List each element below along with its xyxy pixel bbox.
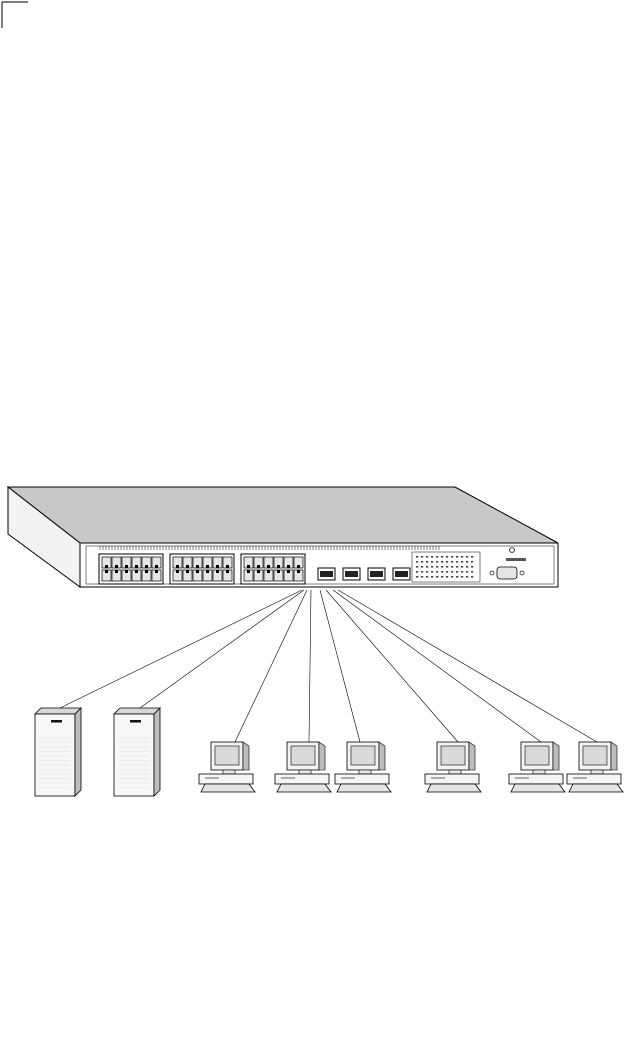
led-indicator	[461, 571, 463, 573]
led-indicator	[421, 576, 423, 578]
led-indicator	[456, 556, 458, 558]
led-indicator	[456, 571, 458, 573]
network-cable	[140, 590, 304, 708]
led-indicator	[456, 561, 458, 563]
led-indicator	[436, 561, 438, 563]
led-indicator	[451, 576, 453, 578]
server-icon	[114, 708, 160, 796]
led-indicator	[451, 566, 453, 568]
network-cable	[320, 590, 360, 742]
led-indicator	[466, 571, 468, 573]
network-cable	[338, 590, 597, 742]
led-indicator	[441, 566, 443, 568]
workstation-icon	[199, 742, 255, 792]
led-indicator	[466, 556, 468, 558]
logo-mark	[506, 558, 526, 561]
network-cable	[333, 590, 541, 742]
led-indicator	[466, 566, 468, 568]
led-indicator	[426, 561, 428, 563]
led-indicator	[426, 566, 428, 568]
led-indicator	[436, 576, 438, 578]
led-indicator	[471, 556, 473, 558]
network-switch	[8, 487, 558, 587]
led-indicator	[461, 561, 463, 563]
led-indicator	[431, 561, 433, 563]
led-indicator	[421, 566, 423, 568]
led-indicator	[446, 556, 448, 558]
workstation-icon	[425, 742, 481, 792]
network-cable	[326, 590, 458, 742]
led-indicator	[466, 561, 468, 563]
switch-top-surface	[8, 487, 558, 543]
led-indicator	[426, 556, 428, 558]
led-indicator	[441, 571, 443, 573]
led-indicator	[426, 571, 428, 573]
led-indicator	[421, 556, 423, 558]
led-indicator	[436, 566, 438, 568]
led-indicator	[436, 571, 438, 573]
power-indicator	[510, 548, 515, 553]
led-indicator	[446, 571, 448, 573]
led-indicator	[461, 556, 463, 558]
workstation-icon	[509, 742, 565, 792]
led-indicator	[441, 576, 443, 578]
workstation-icon	[275, 742, 331, 792]
led-indicator	[451, 561, 453, 563]
led-indicator	[421, 561, 423, 563]
page-corner-mark	[2, 2, 28, 28]
led-indicator	[431, 566, 433, 568]
led-indicator	[416, 566, 418, 568]
led-indicator	[446, 561, 448, 563]
led-indicator	[461, 576, 463, 578]
led-indicator	[441, 556, 443, 558]
led-indicator	[471, 576, 473, 578]
led-indicator-panel	[412, 552, 480, 582]
rj45-port-block	[170, 554, 234, 584]
workstation-icon	[335, 742, 391, 792]
led-indicator	[456, 576, 458, 578]
led-indicator	[466, 576, 468, 578]
led-indicator	[471, 561, 473, 563]
led-indicator	[416, 561, 418, 563]
led-indicator	[436, 556, 438, 558]
led-indicator	[471, 566, 473, 568]
connected-devices	[35, 708, 623, 796]
led-indicator	[446, 566, 448, 568]
led-indicator	[461, 566, 463, 568]
led-indicator	[426, 576, 428, 578]
workstation-icon	[567, 742, 623, 792]
led-indicator	[441, 561, 443, 563]
network-cable	[235, 590, 307, 742]
led-indicator	[421, 571, 423, 573]
led-indicator	[431, 571, 433, 573]
led-indicator	[456, 566, 458, 568]
network-cable	[309, 590, 311, 742]
led-indicator	[416, 571, 418, 573]
led-indicator	[416, 556, 418, 558]
led-indicator	[471, 571, 473, 573]
rj45-port-block	[99, 554, 163, 584]
led-indicator	[416, 576, 418, 578]
led-indicator	[451, 556, 453, 558]
led-indicator	[431, 576, 433, 578]
led-indicator	[431, 556, 433, 558]
rj45-port-group	[99, 554, 305, 584]
rj45-port-block	[241, 554, 305, 584]
led-indicator	[446, 576, 448, 578]
server-icon	[35, 708, 81, 796]
network-cable	[60, 590, 302, 708]
led-indicator	[451, 571, 453, 573]
